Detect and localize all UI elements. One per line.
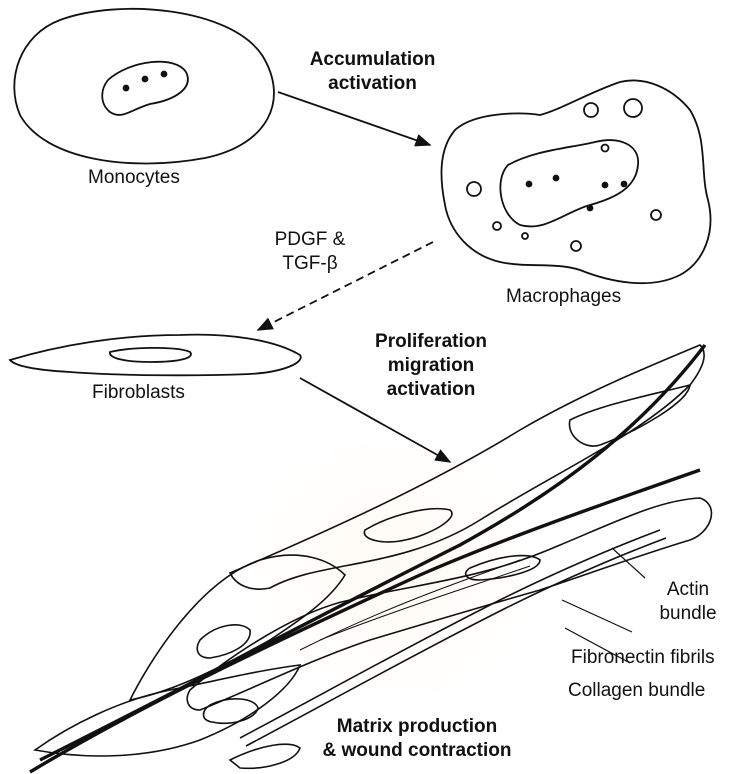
monocytes-label: Monocytes [88,166,180,190]
myofibroblast-tissue [30,345,711,772]
collagen-bundle-label: Collagen bundle [568,679,705,703]
growth-factors-label: PDGF & TGF-β [270,228,350,276]
fibroblasts-label: Fibroblasts [92,381,185,405]
step-accumulation-label: Accumulation activation [285,48,460,96]
macrophages-label: Macrophages [506,285,621,309]
step-matrix-label: Matrix production & wound contraction [312,715,522,763]
fibroblast-cell [10,335,301,376]
monocyte-cell [14,9,274,164]
arrow-monocytes-to-macrophages [278,92,430,145]
actin-bundle-label: Actin bundle [648,578,728,626]
fibronectin-fibrils-label: Fibronectin fibrils [571,646,715,670]
step-proliferation-label: Proliferation migration activation [356,330,506,402]
macrophage-cell [441,80,710,283]
